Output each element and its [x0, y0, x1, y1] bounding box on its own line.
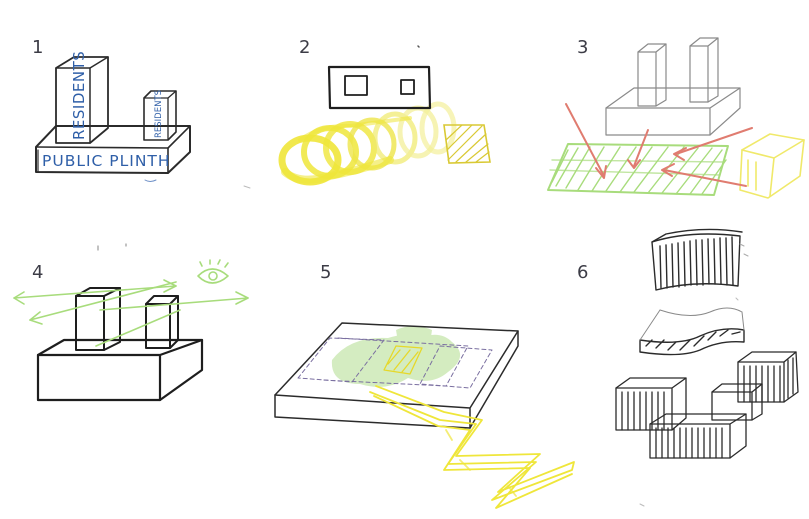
panel-number-2: 2	[299, 37, 311, 58]
red-arrows	[565, 103, 753, 187]
tower-right-label: RESIDENTS	[154, 90, 164, 138]
panel-number-4: 4	[32, 262, 44, 283]
green-wash	[331, 326, 461, 387]
panel-2-sketch	[278, 45, 491, 186]
plinth-label: PUBLIC PLINTH	[42, 152, 171, 170]
panel-number-6: 6	[577, 262, 589, 283]
hatched-square	[443, 124, 491, 164]
dashed-outlines	[297, 337, 493, 389]
hatched-cluster	[615, 351, 799, 459]
yellow-scribble	[278, 101, 457, 186]
panel-number-1: 1	[32, 37, 44, 58]
tower-left-label: RESIDENTS	[70, 51, 88, 140]
panel-5-sketch	[274, 322, 575, 509]
window-box	[327, 65, 432, 110]
plinth-block	[36, 338, 204, 402]
green-plate	[547, 143, 729, 196]
panel-1-sketch: RESIDENTS RESIDENTS PUBLIC PLINTH	[35, 51, 251, 189]
yellow-zigzag	[369, 385, 575, 509]
residents-tower-left	[55, 56, 109, 144]
green-sight-lines	[13, 279, 249, 347]
yellow-square	[383, 345, 423, 375]
eye-icon	[197, 259, 229, 284]
panel-number-5: 5	[320, 262, 332, 283]
panel-4-sketch	[13, 243, 249, 402]
pale-yellow-box	[739, 133, 805, 199]
wavy-slab	[639, 307, 745, 356]
panel-number-3: 3	[577, 37, 589, 58]
pencil-towers	[605, 37, 741, 136]
panel-6-sketch	[615, 228, 799, 507]
residents-tower-right	[143, 90, 177, 141]
curved-hatched-block	[651, 228, 749, 291]
panel-3-sketch	[547, 37, 805, 199]
